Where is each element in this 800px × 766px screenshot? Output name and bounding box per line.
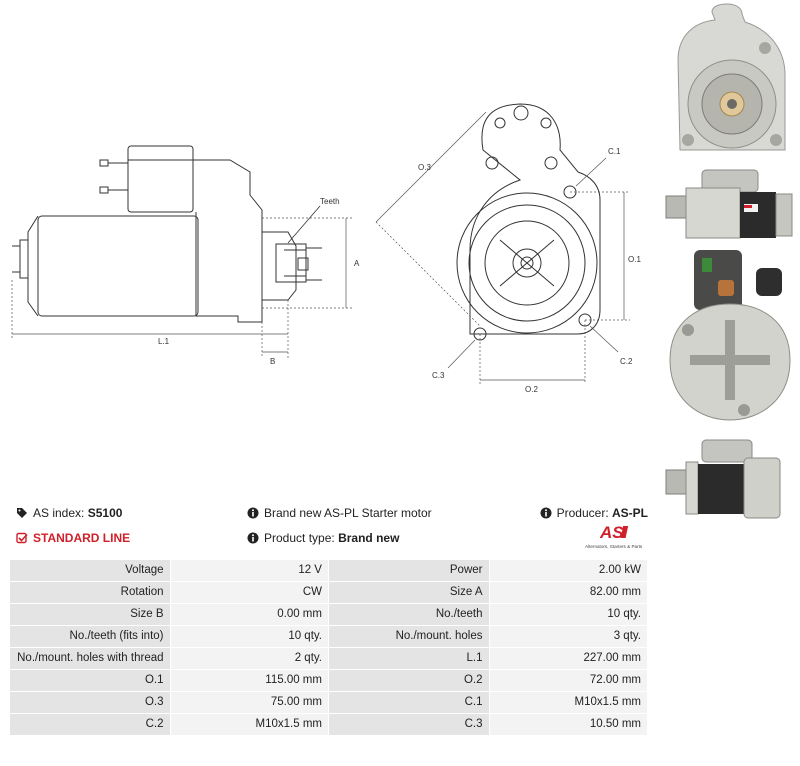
description-text: Brand new AS-PL Starter motor xyxy=(264,506,432,520)
spec-label: O.2 xyxy=(327,669,490,692)
spec-value: 12 V xyxy=(169,559,329,582)
dimension-c1-label: C.1 xyxy=(608,147,621,156)
info-icon xyxy=(247,507,259,519)
spec-value: 227.00 mm xyxy=(488,647,648,670)
technical-drawings: Teeth A L.1 B O.3 O.1 O.2 C.1 C xyxy=(11,103,641,394)
product-line: STANDARD LINE xyxy=(16,531,130,545)
spec-value: M10x1.5 mm xyxy=(169,713,329,736)
dimension-c3-label: C.3 xyxy=(432,371,445,380)
product-type-label: Product type: xyxy=(264,531,335,545)
spec-label: No./teeth (fits into) xyxy=(9,625,171,648)
spec-label: Power xyxy=(327,559,490,582)
product-photos xyxy=(660,0,800,519)
photo-side-bottom xyxy=(665,439,781,519)
spec-value: 10 qty. xyxy=(169,625,329,648)
as-pl-logo: AS Alternators, Starters & Parts xyxy=(585,523,643,549)
spec-label: Size B xyxy=(9,603,171,626)
spec-value: M10x1.5 mm xyxy=(488,691,648,714)
as-index-value: S5100 xyxy=(87,506,123,520)
spec-label: O.1 xyxy=(9,669,171,692)
dimension-l1-label: L.1 xyxy=(158,337,170,346)
info-icon xyxy=(540,507,552,519)
logo-tagline: Alternators, Starters & Parts xyxy=(585,544,643,549)
product-info: AS index: S5100 STANDARD LINE Brand new … xyxy=(16,506,648,556)
spec-label: C.2 xyxy=(9,713,171,736)
spec-value: 82.00 mm xyxy=(488,581,648,604)
tags-icon xyxy=(17,508,27,518)
standard-line-label: STANDARD LINE xyxy=(33,531,131,545)
dimension-o1-label: O.1 xyxy=(628,255,641,264)
product-description: Brand new AS-PL Starter motor xyxy=(247,506,432,520)
dimension-c2-label: C.2 xyxy=(620,357,633,366)
spec-label: No./mount. holes with thread xyxy=(9,647,171,670)
logo-text: AS xyxy=(599,523,624,542)
producer-label: Producer: xyxy=(556,506,609,520)
producer-value: AS-PL xyxy=(612,506,648,520)
spec-label: C.3 xyxy=(327,713,490,736)
spec-label: No./mount. holes xyxy=(327,625,490,648)
spec-label: L.1 xyxy=(327,647,490,670)
spec-value: 75.00 mm xyxy=(169,691,329,714)
front-view-dimensions xyxy=(375,111,630,384)
spec-row: No./teeth (fits into)10 qty.No./mount. h… xyxy=(9,625,648,648)
spec-label: Voltage xyxy=(9,559,171,582)
spec-value: 10.50 mm xyxy=(488,713,648,736)
spec-label: No./teeth xyxy=(327,603,490,626)
teeth-label: Teeth xyxy=(320,197,340,206)
product-type-value: Brand new xyxy=(338,531,400,545)
photo-front-flange xyxy=(660,0,800,160)
side-view-dimensions xyxy=(11,217,352,358)
product-type: Product type: Brand new xyxy=(247,531,399,545)
photo-rear xyxy=(669,250,791,421)
spec-label: Size A xyxy=(327,581,490,604)
check-square-icon xyxy=(16,532,28,544)
spec-value: 3 qty. xyxy=(488,625,648,648)
spec-value: CW xyxy=(169,581,329,604)
spec-value: 2.00 kW xyxy=(488,559,648,582)
spec-value: 0.00 mm xyxy=(169,603,329,626)
producer: Producer: AS-PL xyxy=(540,506,648,520)
spec-label: O.3 xyxy=(9,691,171,714)
spec-value: 115.00 mm xyxy=(169,669,329,692)
as-index-label: AS index: xyxy=(33,506,85,520)
spec-value: 2 qty. xyxy=(169,647,329,670)
side-view-drawing xyxy=(12,145,322,323)
photo-side-top xyxy=(665,169,793,239)
dimension-o2-label: O.2 xyxy=(525,385,538,394)
dimension-o3-label: O.3 xyxy=(418,163,431,172)
dimension-a-label: A xyxy=(354,259,360,268)
front-view-drawing xyxy=(456,103,601,341)
as-index: AS index: S5100 xyxy=(16,506,122,520)
spec-value: 72.00 mm xyxy=(488,669,648,692)
spec-label: Rotation xyxy=(9,581,171,604)
spec-label: C.1 xyxy=(327,691,490,714)
info-icon xyxy=(247,532,259,544)
spec-value: 10 qty. xyxy=(488,603,648,626)
dimension-b-label: B xyxy=(270,357,275,366)
